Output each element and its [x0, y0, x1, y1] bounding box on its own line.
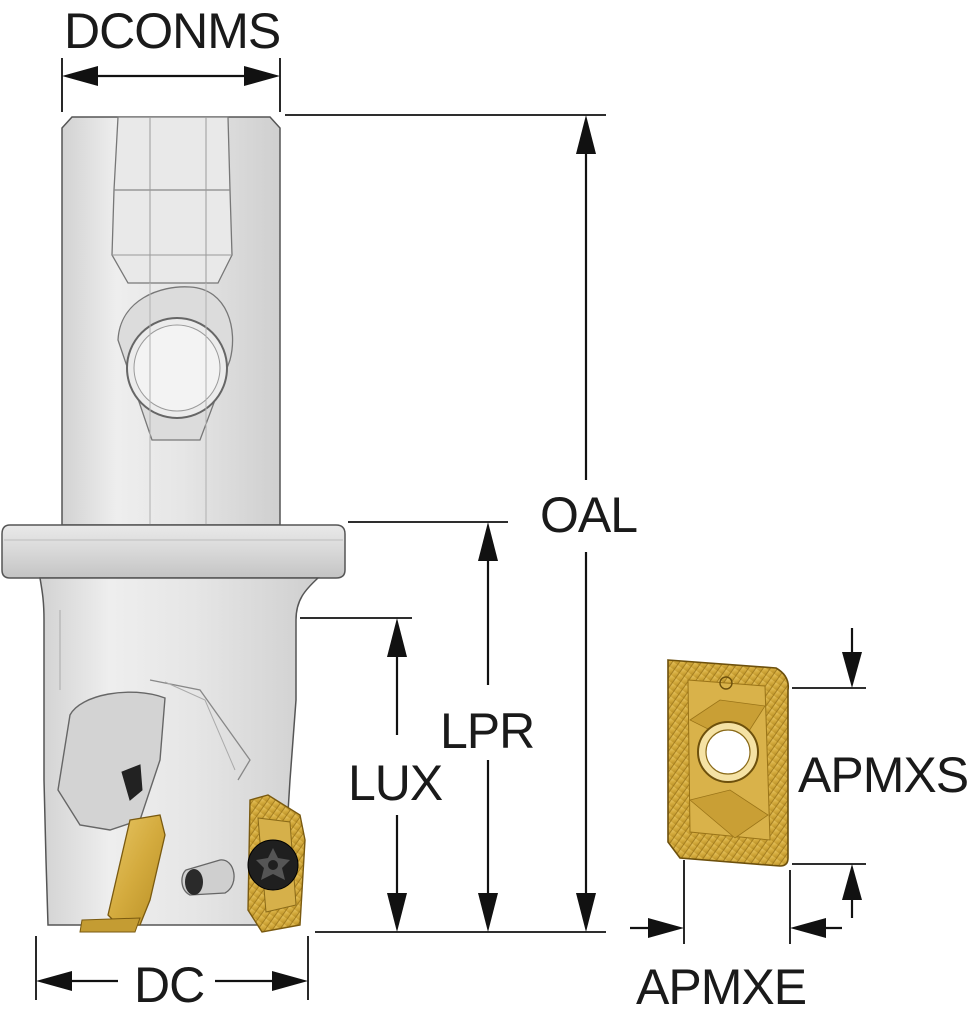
dimension-lines [35, 58, 866, 1000]
label-oal: OAL [540, 487, 637, 543]
label-lpr: LPR [440, 703, 534, 759]
label-apmxs: APMXS [798, 747, 968, 803]
shank-flat [111, 116, 233, 284]
label-dc: DC [134, 957, 204, 1013]
flange [1, 524, 346, 579]
chip-gullet [57, 691, 166, 831]
label-apmxe: APMXE [636, 959, 806, 1015]
tool-body [1, 116, 346, 933]
insert-detail [667, 659, 790, 867]
insert-left [107, 814, 166, 926]
label-dconms: DCONMS [64, 3, 280, 59]
label-lux: LUX [348, 755, 443, 811]
